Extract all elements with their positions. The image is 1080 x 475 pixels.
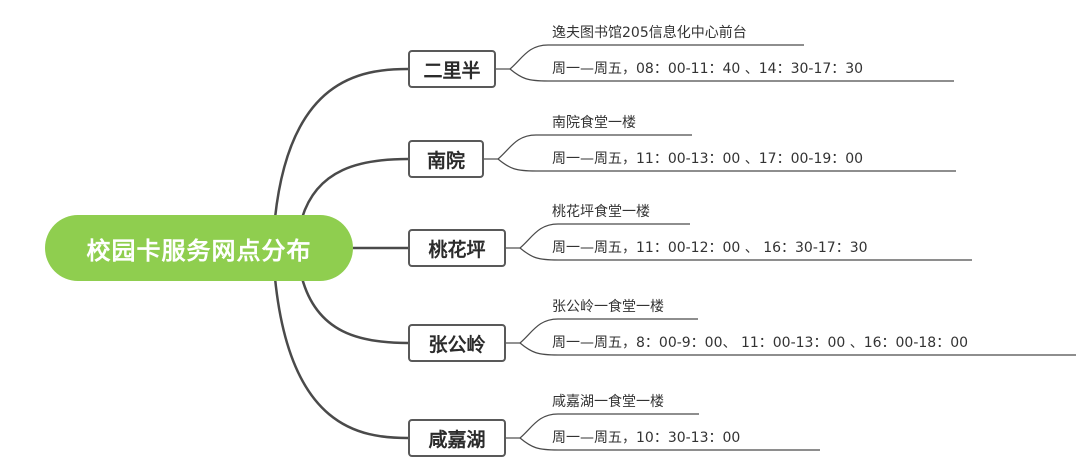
branch-topic-label: 南院 bbox=[426, 149, 465, 172]
hours-subtopic[interactable]: 周一—周五，10：30-13：00 bbox=[552, 430, 741, 446]
branch-topic-label: 二里半 bbox=[423, 59, 481, 82]
hours-subtopic[interactable]: 周一—周五，08：00-11：40 、14：30-17：30 bbox=[552, 61, 864, 77]
location-underline bbox=[519, 318, 698, 344]
location-underline bbox=[509, 44, 804, 70]
branch-topic-2[interactable]: 南院 bbox=[408, 140, 484, 178]
location-subtopic[interactable]: 桃花坪食堂一楼 bbox=[552, 204, 650, 220]
location-subtopic[interactable]: 咸嘉湖一食堂一楼 bbox=[552, 394, 664, 410]
branch-topic-5[interactable]: 咸嘉湖 bbox=[408, 419, 506, 457]
hours-underline bbox=[497, 158, 956, 172]
root-connector-5 bbox=[273, 277, 409, 440]
root-connector-1 bbox=[273, 67, 409, 219]
hours-underline bbox=[519, 247, 972, 261]
branch-topic-4[interactable]: 张公岭 bbox=[408, 324, 506, 362]
root-topic[interactable]: 校园卡服务网点分布 bbox=[45, 215, 353, 281]
branch-topic-label: 咸嘉湖 bbox=[428, 428, 486, 451]
branch-topic-1[interactable]: 二里半 bbox=[408, 50, 496, 88]
hours-underline bbox=[509, 68, 954, 82]
root-connector-2 bbox=[300, 157, 409, 219]
hours-underline bbox=[519, 437, 820, 451]
hours-underline bbox=[519, 342, 1076, 356]
location-subtopic[interactable]: 南院食堂一楼 bbox=[552, 115, 636, 131]
location-subtopic[interactable]: 逸夫图书馆205信息化中心前台 bbox=[552, 25, 747, 41]
root-connector-4 bbox=[300, 277, 409, 345]
hours-subtopic[interactable]: 周一—周五，8：00-9：00、 11：00-13：00 、16：00-18：0… bbox=[552, 335, 969, 351]
branch-topic-label: 桃花坪 bbox=[428, 238, 486, 261]
hours-subtopic[interactable]: 周一—周五，11：00-13：00 、17：00-19：00 bbox=[552, 151, 864, 167]
branch-topic-label: 张公岭 bbox=[428, 333, 486, 356]
location-underline bbox=[519, 413, 699, 439]
location-underline bbox=[519, 223, 690, 249]
root-topic-label: 校园卡服务网点分布 bbox=[86, 236, 312, 265]
location-underline bbox=[497, 134, 692, 160]
branch-topic-3[interactable]: 桃花坪 bbox=[408, 229, 506, 267]
hours-subtopic[interactable]: 周一—周五，11：00-12：00 、 16：30-17：30 bbox=[552, 240, 868, 256]
location-subtopic[interactable]: 张公岭一食堂一楼 bbox=[552, 299, 664, 315]
